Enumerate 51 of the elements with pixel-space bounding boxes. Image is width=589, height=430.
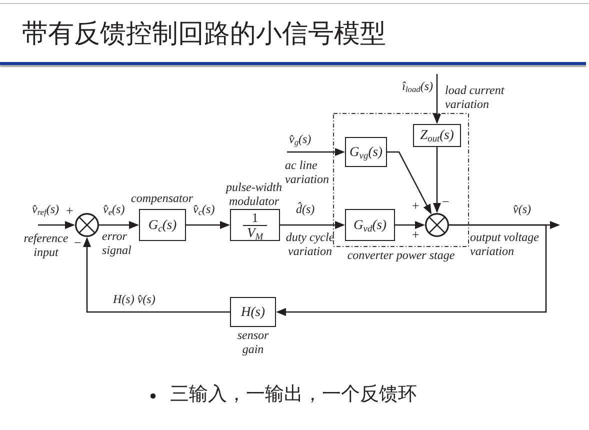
sign-label: − <box>442 195 450 210</box>
transfer-block <box>413 124 461 147</box>
signal-label: v̂$_{g}$(s) <box>288 133 312 147</box>
fraction-numerator: 1 <box>252 210 258 224</box>
fraction-denominator: V$_{M}$ <box>246 226 264 240</box>
transfer-function: G$_{vd}$(s) <box>354 218 386 232</box>
transfer-block <box>230 297 276 327</box>
signal-description: duty cycle variation <box>285 231 335 259</box>
signal-description: output voltage variation <box>470 231 540 259</box>
signal-label: î$_{load}$(s) <box>401 80 434 94</box>
signal-label: v̂$_{e}$(s) <box>102 203 126 217</box>
signal-arrow <box>38 221 75 229</box>
sign-label: − <box>74 236 82 250</box>
block-caption: compensator <box>130 192 193 206</box>
signal-arrow <box>280 221 345 229</box>
transfer-block <box>230 209 280 241</box>
group-heading: converter power stage <box>347 249 455 263</box>
signal-label: v̂(s) <box>512 203 532 217</box>
sign-label: + <box>412 228 420 242</box>
block-caption: sensor gain <box>236 329 270 357</box>
transfer-function: G$_{c}$(s) <box>148 218 177 232</box>
signal-label: v̂$_{c}$(s) <box>192 203 216 217</box>
transfer-block <box>345 209 395 241</box>
signal-description: load current variation <box>445 84 506 112</box>
signal-arrow <box>433 147 441 213</box>
signal-arrow <box>387 151 432 214</box>
slide-title: 带有反馈控制回路的小信号模型 <box>22 18 386 50</box>
transfer-function: G$_{vg}$(s) <box>350 144 382 160</box>
signal-description: reference input <box>23 232 69 260</box>
summing-junction <box>425 213 449 237</box>
bullet-text: 三输入，一输出，一个反馈环 <box>170 384 417 407</box>
signal-arrow <box>83 237 230 313</box>
sign-label: + <box>66 204 74 218</box>
signal-arrow <box>395 221 425 229</box>
signal-label: v̂$_{ref}$(s) <box>31 203 60 217</box>
block-caption: pulse-width modulator <box>226 181 282 209</box>
transfer-block <box>345 137 387 167</box>
signal-arrow <box>186 221 230 229</box>
transfer-block <box>139 209 186 241</box>
signal-arrow <box>433 74 441 124</box>
transfer-function: H(s) <box>241 304 265 320</box>
transfer-function: Z$_{out}$(s) <box>420 128 454 143</box>
signal-label: d̂(s) <box>295 203 316 217</box>
signal-description: error signal <box>102 230 132 258</box>
summing-junction <box>75 213 99 237</box>
signal-arrow <box>287 148 345 156</box>
signal-arrow <box>276 224 547 316</box>
signal-label: H(s) v̂(s) <box>112 293 156 307</box>
signal-description: ac line variation <box>285 159 330 187</box>
signal-arrow <box>99 221 139 229</box>
sign-label: + <box>412 199 420 214</box>
